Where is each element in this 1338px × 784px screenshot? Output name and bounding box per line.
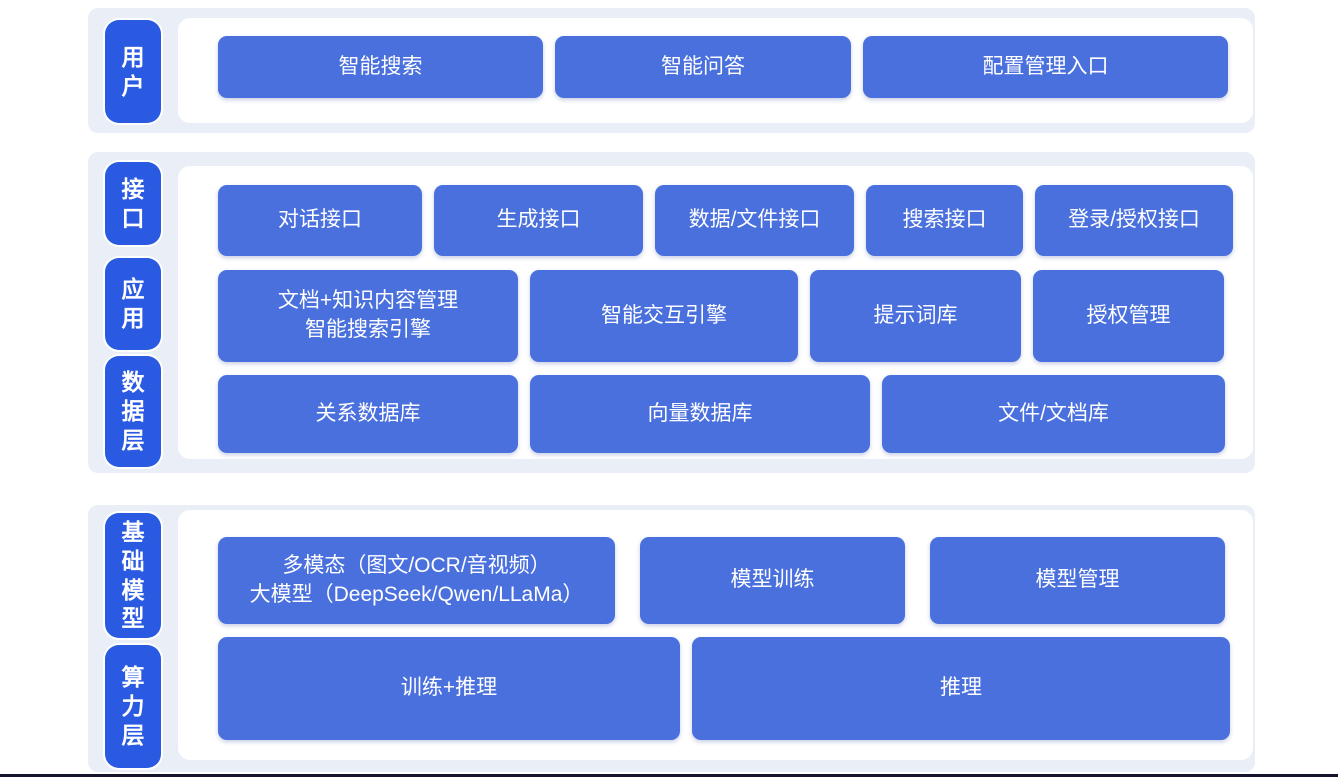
interface-application-data-layers-panel: 对话接口生成接口数据/文件接口搜索接口登录/授权接口文档+知识内容管理智能搜索引… (178, 166, 1253, 459)
box-label-line: 文档+知识内容管理 (277, 289, 459, 313)
box-label-line: 大模型（DeepSeek/Qwen/LLaMa） (249, 582, 584, 606)
box-row: 训练+推理推理 (218, 637, 1233, 740)
interface-application-data-layers-band: 接口应用数据层对话接口生成接口数据/文件接口搜索接口登录/授权接口文档+知识内容… (88, 152, 1255, 473)
arch-box-search-api: 搜索接口 (866, 185, 1023, 256)
bottom-border-line (0, 774, 1338, 777)
interface-application-data-layers-labels: 接口应用数据层 (105, 152, 161, 473)
arch-box-config-management-entry: 配置管理入口 (863, 36, 1228, 98)
box-row: 关系数据库向量数据库文件/文档库 (218, 375, 1233, 453)
arch-box-vector-database: 向量数据库 (530, 375, 870, 453)
arch-box-file-document-store: 文件/文档库 (882, 375, 1225, 453)
box-row: 文档+知识内容管理智能搜索引擎智能交互引擎提示词库授权管理 (218, 270, 1233, 362)
layer-pill-user: 用户 (105, 20, 161, 123)
arch-box-prompt-library: 提示词库 (810, 270, 1021, 362)
layer-pill-application: 应用 (105, 258, 161, 350)
layer-pill-interface: 接口 (105, 162, 161, 245)
user-layer-panel: 智能搜索智能问答配置管理入口 (178, 18, 1253, 123)
arch-box-smart-search: 智能搜索 (218, 36, 543, 98)
arch-box-authorization-management: 授权管理 (1033, 270, 1224, 362)
box-row: 对话接口生成接口数据/文件接口搜索接口登录/授权接口 (218, 185, 1233, 256)
arch-box-dialog-api: 对话接口 (218, 185, 422, 256)
arch-box-intelligent-interaction-engine: 智能交互引擎 (530, 270, 798, 362)
arch-box-training-plus-inference: 训练+推理 (218, 637, 680, 740)
arch-box-inference: 推理 (692, 637, 1230, 740)
arch-box-relational-database: 关系数据库 (218, 375, 518, 453)
layer-pill-compute-layer: 算力层 (105, 645, 161, 768)
arch-box-model-training: 模型训练 (640, 537, 905, 624)
box-label-line: 智能搜索引擎 (305, 318, 431, 341)
foundation-model-compute-layers-panel: 多模态（图文/OCR/音视频） 大模型（DeepSeek/Qwen/LLaMa） 模… (178, 510, 1253, 760)
layer-pill-foundation-model: 基础模型 (105, 513, 161, 638)
layer-pill-data-layer: 数据层 (105, 356, 161, 467)
foundation-model-compute-layers-band: 基础模型算力层 多模态（图文/OCR/音视频） 大模型（DeepSeek/Qwen/… (88, 505, 1255, 772)
arch-box-multimodal-large-model: 多模态（图文/OCR/音视频） 大模型（DeepSeek/Qwen/LLaMa） (218, 537, 615, 624)
arch-box-doc-knowledge-content-search-engine: 文档+知识内容管理智能搜索引擎 (218, 270, 518, 362)
box-label-line: 多模态（图文/OCR/音视频） (282, 553, 551, 577)
arch-box-login-auth-api: 登录/授权接口 (1035, 185, 1233, 256)
box-row: 智能搜索智能问答配置管理入口 (218, 36, 1233, 98)
foundation-model-compute-layers-labels: 基础模型算力层 (105, 505, 161, 772)
arch-box-data-file-api: 数据/文件接口 (655, 185, 854, 256)
user-layer-labels: 用户 (105, 8, 161, 133)
arch-box-smart-qa: 智能问答 (555, 36, 851, 98)
box-row: 多模态（图文/OCR/音视频） 大模型（DeepSeek/Qwen/LLaMa） 模… (218, 537, 1233, 624)
arch-box-model-management: 模型管理 (930, 537, 1225, 624)
arch-box-generation-api: 生成接口 (434, 185, 643, 256)
user-layer-band: 用户智能搜索智能问答配置管理入口 (88, 8, 1255, 133)
